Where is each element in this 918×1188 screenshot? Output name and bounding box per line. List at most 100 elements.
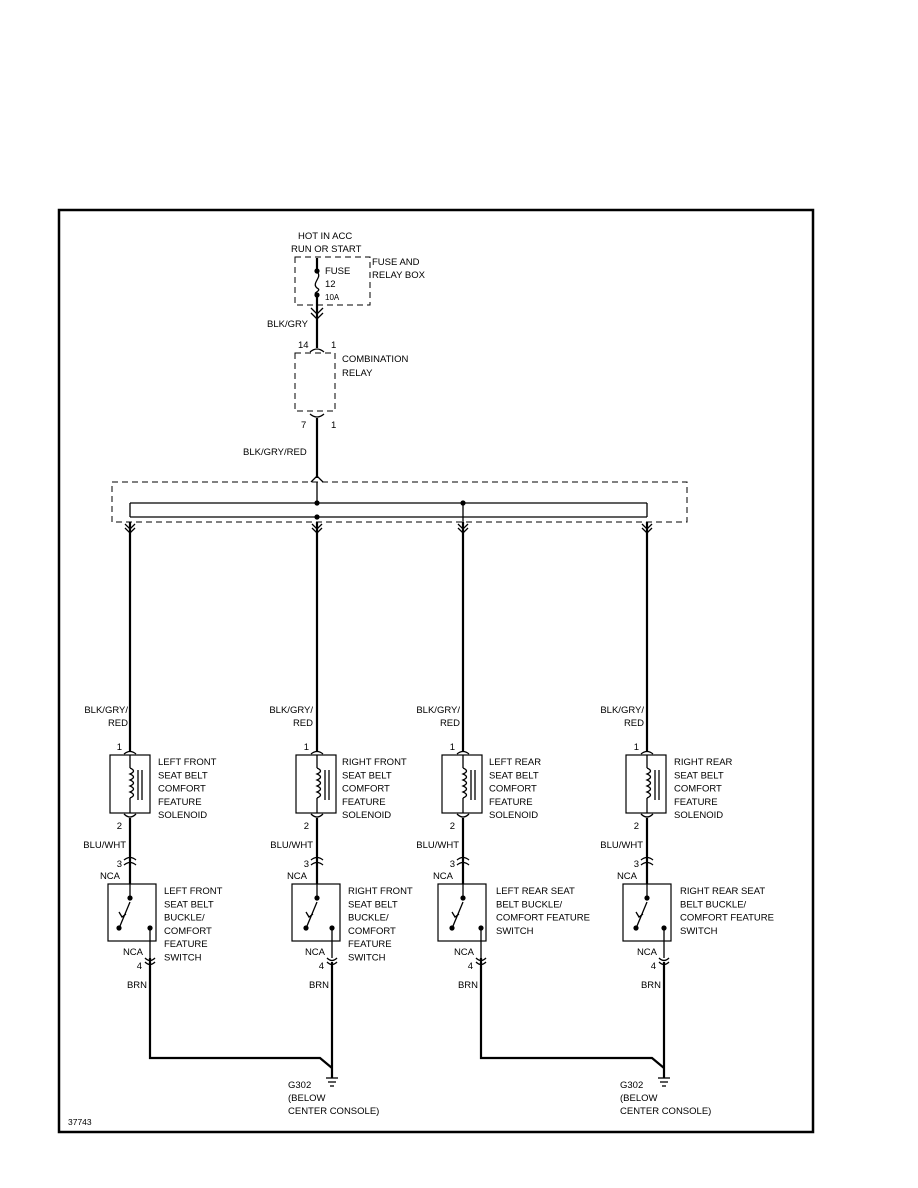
switch-contact — [303, 925, 309, 931]
wire-label: RED — [440, 718, 460, 729]
wire-label: BRN — [458, 980, 478, 991]
wire-label: BRN — [309, 980, 329, 991]
switch-actuator-icon — [305, 911, 314, 918]
switch-box — [291, 883, 341, 942]
switch-contact — [644, 895, 650, 901]
relay-connector-out — [309, 413, 325, 418]
wire-label: BLU/WHT — [600, 840, 643, 851]
fuse-rating: 10A — [325, 293, 340, 302]
wire-label: BRN — [641, 980, 661, 991]
switch-contact — [460, 895, 466, 901]
splice-node — [460, 500, 466, 506]
fuse-symbol — [314, 271, 320, 295]
supply-label-line1: HOT IN ACC — [298, 231, 352, 242]
solenoid-label: LEFT FRONT — [158, 757, 217, 768]
pin-number: 1 — [117, 742, 122, 753]
switch-label: RIGHT REAR SEAT — [680, 886, 765, 897]
pin-number: 1 — [304, 742, 309, 753]
switch-label: COMFORT — [348, 926, 396, 937]
switch-label: SWITCH — [496, 926, 534, 937]
solenoid-label: SOLENOID — [342, 810, 391, 821]
switch-label: LEFT FRONT — [164, 886, 223, 897]
switch-contact — [633, 925, 639, 931]
solenoid-label: RIGHT REAR — [674, 757, 733, 768]
nca-label: NCA — [100, 871, 121, 882]
solenoid-label: LEFT REAR — [489, 757, 541, 768]
switch-contact — [314, 895, 320, 901]
switch-label: BUCKLE/ — [164, 913, 205, 924]
switch-actuator-icon — [451, 911, 460, 918]
pin-number: 3 — [634, 859, 639, 870]
figure-id: 37743 — [68, 1117, 92, 1127]
switch-label: BUCKLE/ — [348, 913, 389, 924]
nca-label: NCA — [617, 871, 638, 882]
ground-name: G302 — [620, 1080, 643, 1091]
pin-number: 4 — [137, 961, 142, 972]
solenoid-connector — [123, 750, 137, 755]
solenoid-label: SEAT BELT — [674, 770, 724, 781]
nca-label: NCA — [287, 871, 308, 882]
ground-location-line1: (BELOW — [620, 1093, 658, 1104]
switch-label: FEATURE — [164, 939, 208, 950]
ground-wire-left — [148, 958, 333, 1069]
solenoid-coil-icon — [645, 767, 652, 799]
fuse-label: FUSE — [325, 266, 350, 277]
switch-label: SEAT BELT — [164, 899, 214, 910]
solenoid-connector — [456, 813, 470, 818]
switch-label: BELT BUCKLE/ — [496, 899, 563, 910]
wire-label-top: BLK/GRY — [267, 319, 309, 330]
switch-connector — [658, 957, 670, 962]
switch-connector — [123, 856, 137, 861]
nca-label: NCA — [637, 947, 658, 958]
pin-number: 3 — [450, 859, 455, 870]
wire-label: BLU/WHT — [270, 840, 313, 851]
solenoid-coil-icon — [128, 767, 135, 799]
switch-contact — [127, 895, 133, 901]
ground-location-line1: (BELOW — [288, 1093, 326, 1104]
fuse-box-name-line1: FUSE AND — [372, 257, 420, 268]
solenoid-connector — [310, 750, 324, 755]
wire-label: BLK/GRY/ — [84, 705, 128, 716]
switch-contact — [116, 925, 122, 931]
solenoid-label: SEAT BELT — [158, 770, 208, 781]
ground-name: G302 — [288, 1080, 311, 1091]
splice-node — [314, 514, 320, 520]
solenoid-label: SOLENOID — [489, 810, 538, 821]
switch-label: LEFT REAR SEAT — [496, 886, 575, 897]
nca-label: NCA — [454, 947, 475, 958]
fuse-relay-box — [294, 256, 371, 306]
solenoid-connector — [640, 813, 654, 818]
switch-label: FEATURE — [348, 939, 392, 950]
ground-wire-right — [479, 958, 665, 1069]
switch-label: SWITCH — [348, 953, 386, 964]
solenoid-label: COMFORT — [342, 784, 390, 795]
fuse-terminal-top — [314, 268, 320, 274]
switch-label: SWITCH — [164, 953, 202, 964]
switch-label: COMFORT FEATURE — [680, 913, 774, 924]
wire-label: BLK/GRY/ — [600, 705, 644, 716]
pin-number: 1 — [634, 742, 639, 753]
wire-label: BRN — [127, 980, 147, 991]
switch-label: SEAT BELT — [348, 899, 398, 910]
solenoid-coil-icon — [315, 767, 322, 799]
solenoid-label: FEATURE — [489, 797, 533, 808]
wire-label: BLU/WHT — [83, 840, 126, 851]
switch-contact — [449, 925, 455, 931]
relay-pin-out-b: 1 — [331, 420, 336, 431]
relay-connector-in — [309, 348, 325, 353]
pin-number: 2 — [117, 821, 122, 832]
wire-label: RED — [624, 718, 644, 729]
solenoid-connector — [123, 813, 137, 818]
switch-connector — [475, 957, 487, 962]
switch-connector — [326, 961, 338, 966]
switch-connector — [123, 861, 137, 866]
solenoid-box — [441, 754, 483, 814]
switch-label: COMFORT FEATURE — [496, 913, 590, 924]
relay-name-line2: RELAY — [342, 368, 373, 379]
solenoid-label: FEATURE — [674, 797, 718, 808]
switch-actuator-icon — [635, 911, 644, 918]
ground-symbol — [326, 1077, 338, 1087]
pin-number: 2 — [304, 821, 309, 832]
solenoid-coil-icon — [461, 767, 468, 799]
